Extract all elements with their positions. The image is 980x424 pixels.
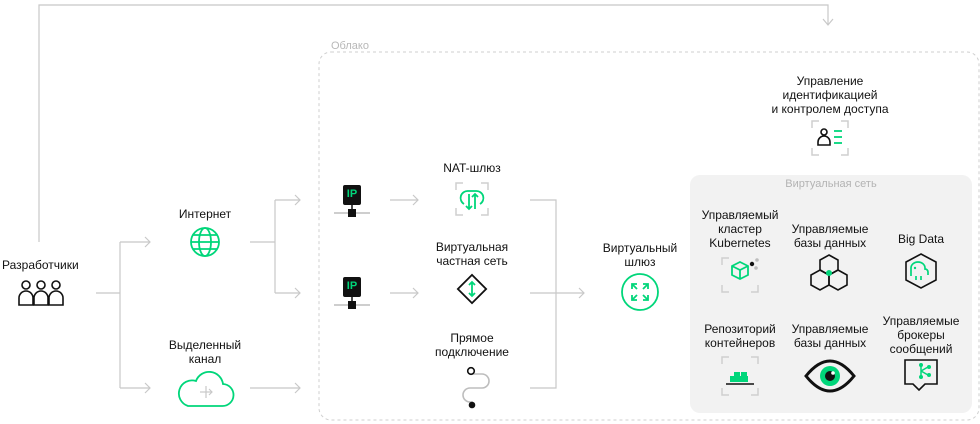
dedicated-channel-label: Выделенный канал: [168, 338, 242, 366]
iam-user-access-icon: [811, 120, 849, 156]
ip-badge-1: IP: [346, 188, 358, 200]
message-brokers-label: Управляемые брокеры сообщений: [882, 314, 960, 356]
virtual-network-title: Виртуальная сеть: [785, 178, 877, 190]
cloud-title: Облако: [331, 40, 369, 52]
dedicated-arrow: [250, 382, 301, 394]
managed-database-icon: [810, 254, 848, 291]
virtual-gateway-label: Виртуальный шлюз: [602, 241, 678, 269]
managed-database-label-2: Управляемые базы данных: [791, 322, 869, 350]
managed-database-label: Управляемые базы данных: [791, 222, 869, 250]
direct-connect-icon: [462, 366, 490, 409]
virtual-network-panel: [690, 175, 972, 413]
dedicated-channel-cloud-icon: [178, 371, 235, 407]
big-data-label: Big Data: [897, 232, 945, 246]
vpc-label: Виртуальная частная сеть: [435, 240, 509, 268]
iam-label: Управление идентификацией и контролем до…: [771, 74, 889, 116]
cloud-boundary: [318, 51, 980, 421]
ip-address-icon-1: [334, 185, 370, 217]
internet-branch-connector: [250, 194, 301, 299]
ip-address-icon-2: [334, 277, 370, 309]
merge-connector: [530, 199, 585, 389]
ip-to-service-arrows: [390, 194, 419, 299]
kubernetes-label: Управляемый кластер Kubernetes: [701, 208, 779, 250]
virtual-gateway-icon: [621, 273, 659, 311]
ip-badge-2: IP: [346, 280, 358, 292]
developers-branch-connector: [96, 236, 151, 394]
internet-label: Интернет: [178, 207, 232, 221]
internet-globe-icon: [190, 227, 220, 257]
big-data-elephant-icon: [905, 253, 937, 289]
direct-connect-label: Прямое подключение: [435, 331, 509, 359]
kubernetes-cube-icon: [721, 257, 759, 293]
managed-database-eye-icon: [804, 359, 856, 393]
message-brokers-icon: [904, 359, 938, 392]
container-registry-label: Репозиторий контейнеров: [704, 322, 776, 350]
nat-gateway-label: NAT-шлюз: [443, 161, 501, 175]
developers-icon: [18, 280, 64, 306]
container-registry-icon: [721, 356, 759, 396]
top-loop-connector: [38, 4, 834, 242]
nat-gateway-icon: [455, 182, 489, 216]
developers-label: Разработчики: [2, 258, 79, 272]
vpc-diamond-icon: [456, 273, 488, 305]
